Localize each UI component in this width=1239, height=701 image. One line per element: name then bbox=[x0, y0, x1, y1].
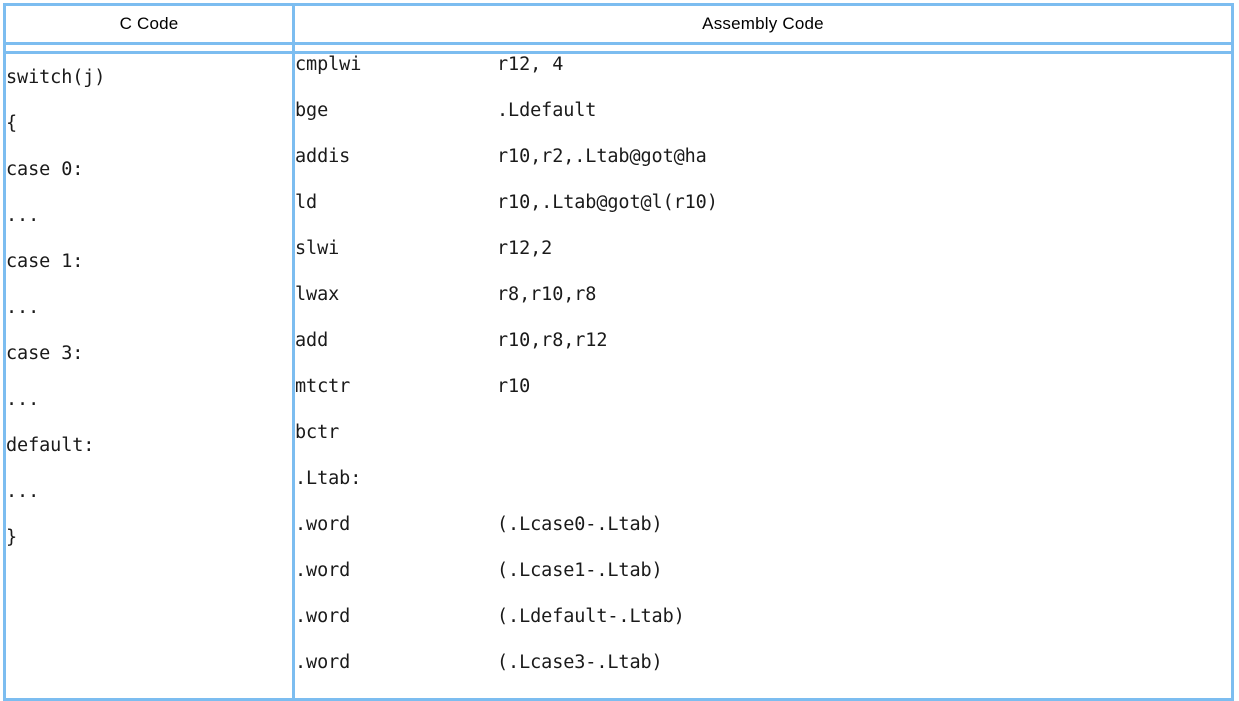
c-code-cell: case 3: bbox=[3, 330, 295, 376]
header-rule-c-code bbox=[3, 43, 294, 54]
c-code-cell: switch(j) bbox=[3, 52, 295, 100]
table-row: {bge .Ldefault bbox=[3, 100, 1234, 146]
assembly-code-cell: mtctr r10 bbox=[293, 376, 1234, 422]
assembly-code-cell: slwi r12,2 bbox=[293, 238, 1234, 284]
assembly-instruction: bge .Ldefault bbox=[295, 100, 1231, 146]
column-header-c-code: C Code bbox=[3, 3, 295, 45]
code-comparison-table: C Code Assembly Code switch(j)cmplwi r12,… bbox=[3, 3, 1234, 701]
c-code-cell: ... bbox=[3, 192, 295, 238]
assembly-operand: .Ldefault bbox=[497, 100, 597, 121]
assembly-operand: r12, 4 bbox=[497, 54, 564, 75]
assembly-code-cell: addis r10,r2,.Ltab@got@ha bbox=[293, 146, 1234, 192]
assembly-mnemonic: add bbox=[295, 330, 329, 351]
assembly-mnemonic: .word bbox=[295, 652, 351, 673]
assembly-instruction: cmplwi r12, 4 bbox=[295, 54, 1231, 100]
c-code-cell: ... bbox=[3, 376, 295, 422]
c-code-cell: case 0: bbox=[3, 146, 295, 192]
assembly-operand: r10 bbox=[497, 376, 531, 397]
assembly-mnemonic: .word bbox=[295, 514, 351, 535]
assembly-code-cell: .word (.Lcase0-.Ltab) bbox=[293, 514, 1234, 560]
assembly-code-cell: lwax r8,r10,r8 bbox=[293, 284, 1234, 330]
c-code-cell: { bbox=[3, 100, 295, 146]
assembly-mnemonic: bge bbox=[295, 100, 329, 121]
c-code-cell bbox=[3, 606, 295, 652]
assembly-operand: (.Lcase3-.Ltab) bbox=[497, 652, 663, 673]
assembly-instruction: .Ltab: bbox=[295, 468, 1231, 514]
assembly-instruction: ld r10,.Ltab@got@l(r10) bbox=[295, 192, 1231, 238]
table-row: switch(j)cmplwi r12, 4 bbox=[3, 52, 1234, 100]
assembly-operand: (.Lcase1-.Ltab) bbox=[497, 560, 663, 581]
assembly-operand: r8,r10,r8 bbox=[497, 284, 597, 305]
assembly-instruction: lwax r8,r10,r8 bbox=[295, 284, 1231, 330]
assembly-code-cell: .word (.Lcase3-.Ltab) bbox=[293, 652, 1234, 701]
assembly-instruction: slwi r12,2 bbox=[295, 238, 1231, 284]
table-row: case 0:addis r10,r2,.Ltab@got@ha bbox=[3, 146, 1234, 192]
table-row: ...ld r10,.Ltab@got@l(r10) bbox=[3, 192, 1234, 238]
column-header-assembly-code: Assembly Code bbox=[293, 3, 1234, 45]
c-code-cell: case 1: bbox=[3, 238, 295, 284]
assembly-mnemonic: slwi bbox=[295, 238, 340, 259]
assembly-operand: (.Ldefault-.Ltab) bbox=[497, 606, 685, 627]
table-row: .word (.Lcase1-.Ltab) bbox=[3, 560, 1234, 606]
assembly-instruction: addis r10,r2,.Ltab@got@ha bbox=[295, 146, 1231, 192]
table-row: case 3:add r10,r8,r12 bbox=[3, 330, 1234, 376]
assembly-instruction: bctr bbox=[295, 422, 1231, 468]
assembly-mnemonic: bctr bbox=[295, 422, 340, 443]
assembly-code-cell: .word (.Lcase1-.Ltab) bbox=[293, 560, 1234, 606]
header-double-rule bbox=[3, 43, 1234, 54]
assembly-operand: r12,2 bbox=[497, 238, 553, 259]
assembly-instruction: .word (.Lcase1-.Ltab) bbox=[295, 560, 1231, 606]
table-row: ...mtctr r10 bbox=[3, 376, 1234, 422]
assembly-instruction: .word (.Lcase3-.Ltab) bbox=[295, 652, 1231, 698]
header-rule-assembly-code bbox=[292, 43, 1234, 54]
assembly-instruction: .word (.Ldefault-.Ltab) bbox=[295, 606, 1231, 652]
c-code-cell: default: bbox=[3, 422, 295, 468]
assembly-instruction: add r10,r8,r12 bbox=[295, 330, 1231, 376]
assembly-operand: r10,r2,.Ltab@got@ha bbox=[497, 146, 707, 167]
assembly-code-cell: ld r10,.Ltab@got@l(r10) bbox=[293, 192, 1234, 238]
assembly-mnemonic: lwax bbox=[295, 284, 340, 305]
assembly-instruction: .word (.Lcase0-.Ltab) bbox=[295, 514, 1231, 560]
table-row: .word (.Lcase3-.Ltab) bbox=[3, 652, 1234, 701]
assembly-code-cell: bge .Ldefault bbox=[293, 100, 1234, 146]
code-comparison-table-container: C Code Assembly Code switch(j)cmplwi r12,… bbox=[3, 3, 1234, 701]
assembly-operand: r10,r8,r12 bbox=[497, 330, 608, 351]
assembly-mnemonic: .word bbox=[295, 606, 351, 627]
assembly-code-cell: cmplwi r12, 4 bbox=[293, 52, 1234, 100]
assembly-operand: (.Lcase0-.Ltab) bbox=[497, 514, 663, 535]
table-row: ....Ltab: bbox=[3, 468, 1234, 514]
assembly-operand: r10,.Ltab@got@l(r10) bbox=[497, 192, 718, 213]
table-row: case 1:slwi r12,2 bbox=[3, 238, 1234, 284]
c-code-cell: ... bbox=[3, 468, 295, 514]
assembly-mnemonic: .word bbox=[295, 560, 351, 581]
c-code-cell: ... bbox=[3, 284, 295, 330]
assembly-code-cell: bctr bbox=[293, 422, 1234, 468]
assembly-code-cell: .Ltab: bbox=[293, 468, 1234, 514]
table-body: switch(j)cmplwi r12, 4 {bge .Ldefault case 0… bbox=[3, 52, 1234, 701]
table-row: }.word (.Lcase0-.Ltab) bbox=[3, 514, 1234, 560]
assembly-mnemonic: .Ltab: bbox=[295, 468, 362, 489]
assembly-mnemonic: cmplwi bbox=[295, 54, 362, 75]
table-row: ...lwax r8,r10,r8 bbox=[3, 284, 1234, 330]
assembly-code-cell: add r10,r8,r12 bbox=[293, 330, 1234, 376]
table-row: .word (.Ldefault-.Ltab) bbox=[3, 606, 1234, 652]
assembly-mnemonic: mtctr bbox=[295, 376, 351, 397]
assembly-mnemonic: ld bbox=[295, 192, 318, 213]
c-code-cell: } bbox=[3, 514, 295, 560]
table-header: C Code Assembly Code bbox=[3, 3, 1234, 54]
table-header-row: C Code Assembly Code bbox=[3, 3, 1234, 45]
c-code-cell bbox=[3, 560, 295, 606]
table-row: default:bctr bbox=[3, 422, 1234, 468]
assembly-code-cell: .word (.Ldefault-.Ltab) bbox=[293, 606, 1234, 652]
c-code-cell bbox=[3, 652, 295, 701]
assembly-mnemonic: addis bbox=[295, 146, 351, 167]
assembly-instruction: mtctr r10 bbox=[295, 376, 1231, 422]
